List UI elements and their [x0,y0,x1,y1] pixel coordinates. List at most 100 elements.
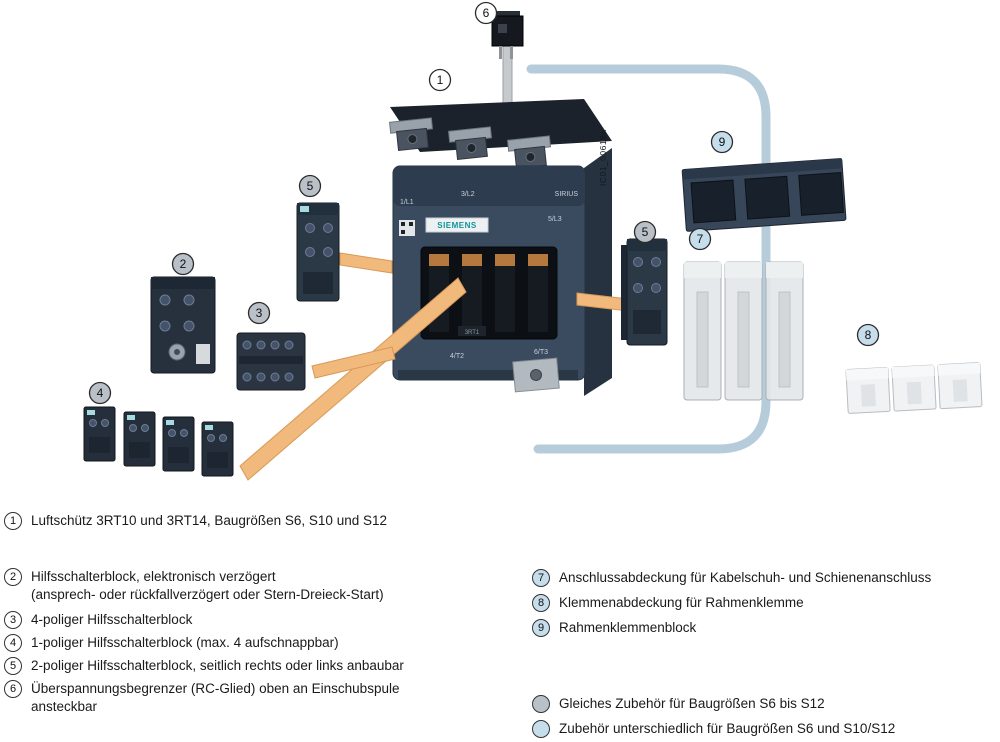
legend-text: Rahmenklemmenblock [559,620,697,635]
aux-block-1pole [123,411,156,467]
callout-5-left: 5 [298,174,322,198]
legend-item-1: 1 Luftschütz 3RT10 und 3RT14, Baugrößen … [4,512,387,530]
legend-text: (ansprech- oder rückfallverzögert oder S… [31,587,384,602]
legend-text: Überspannungsbegrenzer (RC-Glied) oben a… [31,681,400,696]
data-matrix-dot [409,222,413,226]
brand-label: SIEMENS [437,221,477,230]
callout-5-right: 5 [633,220,657,244]
svg-text:4: 4 [97,386,104,400]
callout-3: 3 [247,301,271,325]
terminal-lug [388,117,434,152]
legend-text: Zubehör unterschiedlich für Baugrößen S6… [559,721,896,736]
terminal-label-l3: 5/L3 [548,216,562,223]
legend-text: Hilfsschalterblock, elektronisch verzöge… [31,569,276,584]
legend-callout-7: 7 [532,569,550,587]
clamp-covers [845,362,983,414]
terminal-label-l1: 1/L1 [400,199,414,206]
legend-text: ansteckbar [31,699,98,714]
terminal-label-t3: 6/T3 [534,349,548,356]
aux-block-1pole [83,406,116,462]
terminal-covers [683,261,804,401]
key-circle-gray [532,695,550,713]
terminal-lug [447,126,493,161]
aux-block-2pole-left [296,202,340,302]
ribbon-cable-item5-left [339,252,393,274]
legend-item-3: 3 4-poliger Hilfsschalterblock [4,611,192,629]
surge-suppressor [491,11,524,59]
terminal-lug [506,135,552,170]
legend-item-4: 4 1-poliger Hilfsschalterblock (max. 4 a… [4,634,339,652]
legend-callout-3: 3 [4,611,22,629]
image-watermark: IC01_00618a [598,129,608,186]
legend-callout-6: 6 [4,680,22,698]
frame-terminal-block [681,158,847,232]
aux-block-delayed [150,276,216,374]
type-plate [458,326,486,336]
type-label: 3RT1 [465,330,480,336]
contact-tip [495,254,515,266]
svg-text:5: 5 [642,225,649,239]
data-matrix-dot [401,222,405,226]
pole [495,254,515,332]
legend-text: 4-poliger Hilfsschalterblock [31,612,193,627]
svg-text:1: 1 [437,73,444,87]
callout-9: 9 [710,130,734,154]
legend-callout-4: 4 [4,634,22,652]
contact-tip [429,254,449,266]
legend-item-2: 2 Hilfsschalterblock, elektronisch verzö… [4,568,384,604]
legend-item-7: 7 Anschlussabdeckung für Kabelschuh- und… [532,569,931,587]
brand-plate [425,217,489,233]
legend-text: Klemmenabdeckung für Rahmenklemme [559,595,804,610]
legend-text: Gleiches Zubehör für Baugrößen S6 bis S1… [559,696,825,711]
terminal-label-t2: 4/T2 [450,353,464,360]
callout-2: 2 [171,252,195,276]
contactor-top [390,99,612,152]
contact-tip [462,254,482,266]
callout-7: 7 [688,227,712,251]
svg-text:7: 7 [697,232,704,246]
terminal-label-l2: 3/L2 [461,191,475,198]
legend-text: Anschlussabdeckung für Kabelschuh- und S… [559,570,932,585]
callout-4: 4 [88,381,112,405]
legend-item-8: 8 Klemmenabdeckung für Rahmenklemme [532,594,804,612]
aux-block-1pole [201,421,234,477]
contactor-side [584,148,612,396]
callout-6: 6 [474,1,498,25]
svg-text:3: 3 [256,306,263,320]
legend-callout-2: 2 [4,568,22,586]
legend-item-6: 6 Überspannungsbegrenzer (RC-Glied) oben… [4,680,399,716]
legend-text: 2-poliger Hilfsschalterblock, seitlich r… [31,658,404,673]
legend-text: 1-poliger Hilfsschalterblock (max. 4 auf… [31,635,339,650]
contactor-face-top [393,166,585,206]
contactor: 1/L1 3/L2 5/L3 SIRIUS SIEMENS 3RT1 4/T2 … [388,99,612,396]
svg-text:5: 5 [307,179,314,193]
exploded-diagram: 1/L1 3/L2 5/L3 SIRIUS SIEMENS 3RT1 4/T2 … [83,1,983,481]
contact-tip [528,254,548,266]
contactor-base-strip [398,370,578,380]
legend-text: Luftschütz 3RT10 und 3RT14, Baugrößen S6… [31,513,387,528]
svg-text:2: 2 [180,257,187,271]
aux-block-1pole [162,416,195,472]
legend-callout-5: 5 [4,657,22,675]
legend-key-gray: Gleiches Zubehör für Baugrößen S6 bis S1… [532,695,825,713]
pole [462,254,482,332]
pole [528,254,548,332]
ribbon-cable-item4 [239,277,467,481]
svg-text:9: 9 [719,135,726,149]
legend-callout-1: 1 [4,512,22,530]
legend-item-9: 9 Rahmenklemmenblock [532,619,696,637]
pole-window [420,246,558,340]
mounting-foot [512,357,560,393]
legend-callout-8: 8 [532,594,550,612]
aux-block-4pole [236,332,306,391]
aux-block-2pole-right [621,238,668,346]
legend-key-blue: Zubehör unterschiedlich für Baugrößen S6… [532,720,895,738]
key-circle-blue [532,720,550,738]
svg-text:8: 8 [865,328,872,342]
size-group-connector-line [526,64,771,454]
series-label: SIRIUS [555,191,579,198]
aux-blocks-1pole [83,406,234,477]
callout-1: 1 [428,68,452,92]
callout-8: 8 [856,323,880,347]
legend-item-5: 5 2-poliger Hilfsschalterblock, seitlich… [4,657,404,675]
